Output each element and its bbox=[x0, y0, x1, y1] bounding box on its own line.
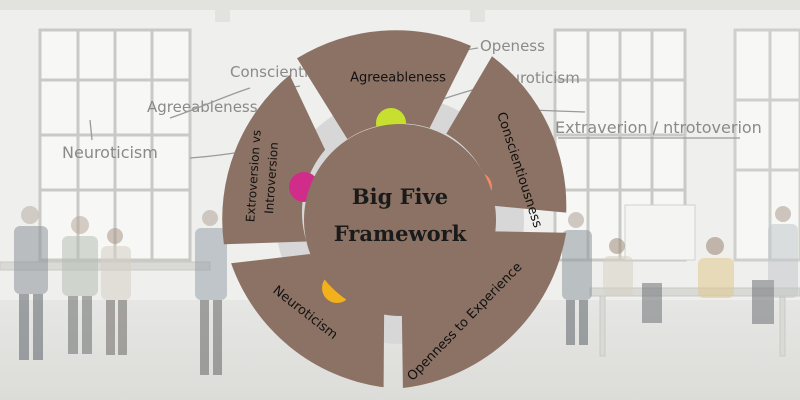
segment-label-line-1: Extroversion vs bbox=[243, 129, 263, 222]
center-title-line-1: Big Five bbox=[352, 184, 448, 209]
segment-shape bbox=[231, 254, 385, 388]
center-title-line-2: Framework bbox=[334, 221, 467, 246]
window-right bbox=[553, 28, 687, 262]
board-label-conscienti: Conscienti bbox=[230, 63, 308, 81]
segment-label: Agreeableness bbox=[350, 71, 446, 86]
segment-shape bbox=[297, 30, 471, 140]
segment-label-line-2: Introversion bbox=[262, 142, 281, 215]
segment-extroversion-vs-introversion: Extroversion vs Introversion bbox=[222, 74, 326, 245]
people-left bbox=[14, 206, 227, 375]
board-label-extraversion: Extraverion / ntrotoverion bbox=[555, 118, 762, 137]
center-hub bbox=[304, 124, 496, 316]
board-label-neuroticism-left: Neuroticism bbox=[62, 143, 158, 162]
board-label-agreeableness: Agreeableness bbox=[147, 98, 258, 116]
segment-agreeableness: Agreeableness bbox=[297, 30, 471, 140]
segment-shape bbox=[401, 231, 567, 388]
whiteboard bbox=[624, 204, 696, 261]
big-five-diagram: Agreeableness Conscientiousness Openness… bbox=[222, 30, 567, 388]
window-far-right bbox=[733, 28, 800, 262]
segment-shape bbox=[222, 74, 326, 245]
people-right bbox=[562, 206, 798, 345]
segment-shape bbox=[446, 56, 567, 213]
board-label-openess: Openess bbox=[480, 37, 545, 55]
ceiling-beams bbox=[0, 0, 800, 22]
